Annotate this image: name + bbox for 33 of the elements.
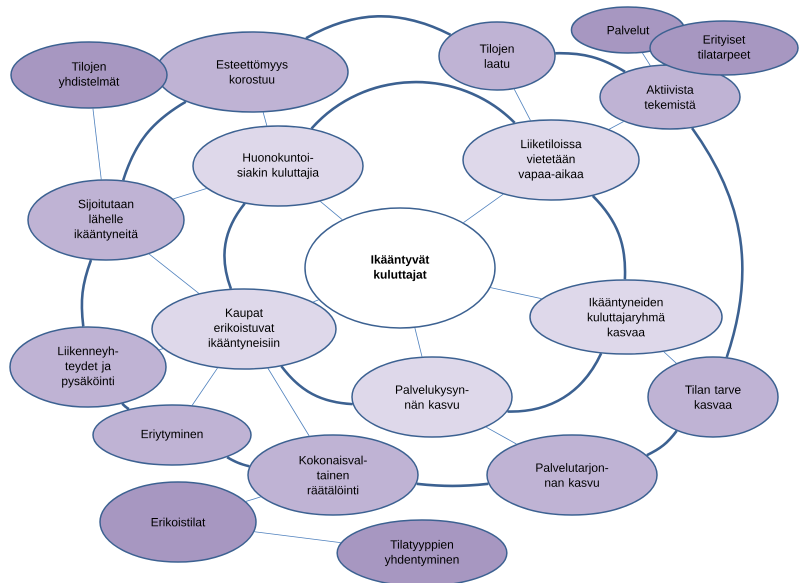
connector-line	[490, 287, 542, 300]
connector-line	[414, 328, 422, 357]
ring-arc	[592, 195, 626, 280]
ring-arc	[305, 15, 452, 40]
ring-arc	[80, 260, 92, 326]
connector-line	[172, 188, 207, 200]
connector-line	[320, 201, 343, 220]
connector-line	[254, 531, 341, 544]
connector-line	[663, 351, 677, 364]
connector-line	[92, 108, 102, 180]
ring-arc	[121, 402, 130, 410]
ring-arc	[122, 100, 187, 181]
connector-line	[463, 194, 504, 223]
connector-line	[192, 368, 218, 406]
ring-arc	[507, 352, 602, 413]
ring-arc	[310, 80, 516, 130]
ring-arc	[646, 430, 678, 456]
connector-line	[148, 254, 200, 294]
connector-line	[642, 52, 651, 66]
connector-line	[268, 368, 310, 436]
ring-arc	[556, 52, 626, 73]
ring-arc	[226, 456, 250, 468]
connector-line	[608, 121, 624, 130]
connector-line	[246, 496, 262, 502]
ring-arc	[280, 365, 353, 406]
ring-arc	[416, 482, 488, 488]
connector-line	[158, 348, 164, 350]
connector-line	[262, 112, 268, 126]
connector-line	[312, 299, 319, 302]
connector-line	[514, 88, 531, 121]
connector-line	[486, 426, 517, 444]
ring-arc	[691, 127, 744, 358]
ring-arc	[223, 202, 246, 290]
